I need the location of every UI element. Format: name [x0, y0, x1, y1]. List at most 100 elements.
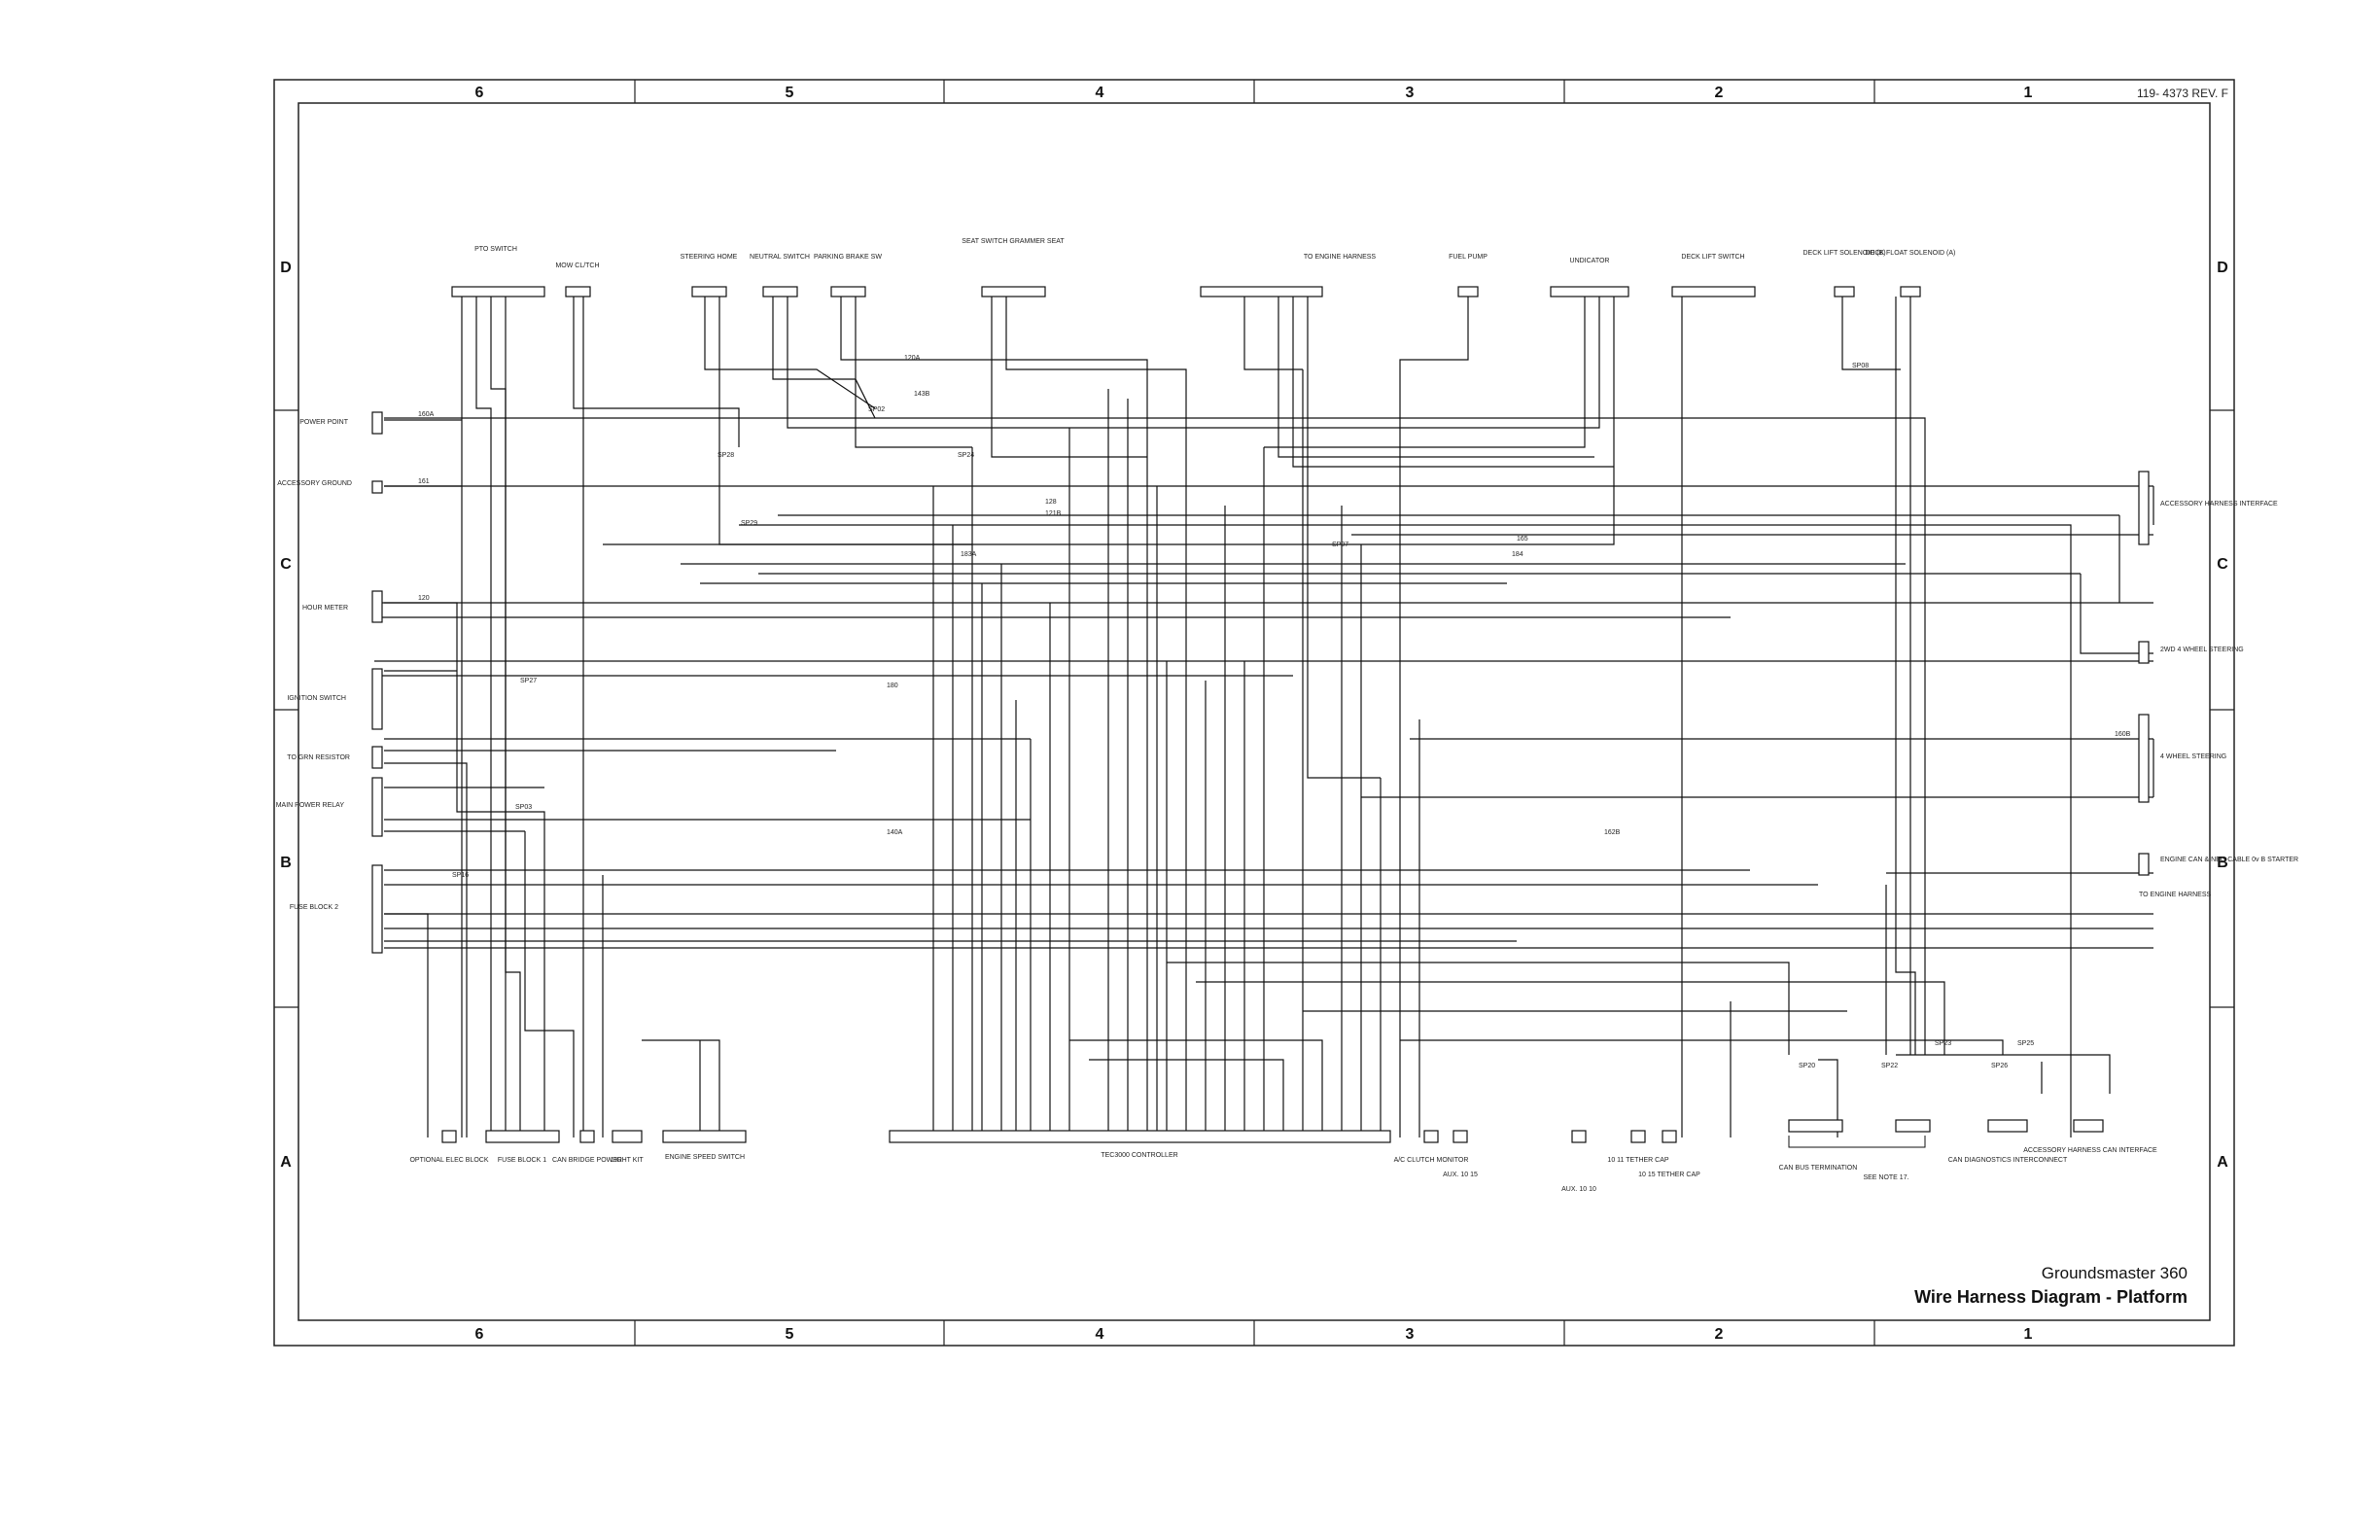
- optional-elec-block-label: OPTIONAL ELEC BLOCK: [409, 1157, 488, 1164]
- splice-label: SP03: [515, 804, 532, 811]
- wire-label: 161: [418, 478, 430, 485]
- wire-label: 128: [1045, 499, 1057, 506]
- splice-label: SP16: [452, 872, 469, 879]
- wire-label: 180: [887, 682, 898, 689]
- splice-label: SP29: [741, 520, 757, 527]
- fuse-block-1-label: FUSE BLOCK 1: [498, 1157, 546, 1164]
- to-engine-harness-label: TO ENGINE HARNESS: [1304, 254, 1376, 261]
- row-label: D: [280, 260, 292, 276]
- main-power-relay-label: MAIN POWER RELAY: [276, 802, 345, 809]
- engine-can-label: ENGINE CAN & NEG CABLE 0v B STARTER: [2160, 857, 2298, 863]
- bottom-component-labels: OPTIONAL ELEC BLOCK FUSE BLOCK 1 CAN BRI…: [409, 1147, 2157, 1193]
- row-labels: D C B A D C B A: [280, 260, 2228, 1171]
- can-termination-bracket: [1788, 1136, 1926, 1148]
- outer-border: [273, 79, 2235, 1347]
- tec-controller-label: TEC3000 CONTROLLER: [1101, 1152, 1177, 1159]
- col-label: 5: [786, 85, 794, 101]
- drawing-number: 119- 4373 REV. F: [2137, 87, 2228, 100]
- wire-label: 121B: [1045, 510, 1062, 517]
- diagram-title: Wire Harness Diagram - Platform: [1914, 1287, 2188, 1307]
- can-bridge-power-label: CAN BRIDGE POWER: [552, 1157, 622, 1164]
- splice-label: SP08: [1852, 363, 1869, 369]
- undicator-label: UNDICATOR: [1570, 258, 1610, 264]
- deck-lift-switch-label: DECK LIFT SWITCH: [1681, 254, 1744, 261]
- splice-label: SP25: [2017, 1040, 2034, 1047]
- accessory-interface-label: ACCESSORY HARNESS INTERFACE: [2160, 501, 2278, 508]
- tether-cap-15-label: 10 15 TETHER CAP: [1638, 1172, 1700, 1178]
- row-label: D: [2217, 260, 2228, 276]
- row-label: C: [2217, 556, 2228, 573]
- top-component-labels: PTO SWITCH MOW CL/TCH STEERING HOME NEUT…: [474, 238, 1955, 269]
- col-label: 1: [2024, 1326, 2033, 1343]
- splice-label: SP28: [718, 452, 734, 459]
- can-diagnostics-label: CAN DIAGNOSTICS INTERCONNECT: [1948, 1157, 2068, 1164]
- to-engine-harness-right-label: TO ENGINE HARNESS: [2139, 892, 2211, 898]
- column-labels-bottom: 6 5 4 3 2 1: [475, 1326, 2033, 1343]
- column-labels-top: 6 5 4 3 2 1: [475, 85, 2033, 101]
- wire-label: 120: [418, 595, 430, 602]
- row-label: B: [280, 855, 292, 871]
- wire-label: 165: [1517, 536, 1528, 542]
- splice-label: SP07: [1332, 542, 1348, 548]
- model-title: Groundsmaster 360: [2042, 1264, 2188, 1282]
- splice-label: SP20: [1799, 1063, 1815, 1069]
- splice-label: SP24: [958, 452, 974, 459]
- col-label: 3: [1406, 85, 1415, 101]
- fuse-block-2-label: FUSE BLOCK 2: [290, 904, 338, 911]
- wire-label: 183A: [961, 551, 977, 558]
- parking-brake-label: PARKING BRAKE SW: [814, 254, 882, 261]
- wire-label: 143B: [914, 391, 930, 398]
- ignition-switch-label: IGNITION SWITCH: [287, 695, 346, 702]
- 2wd-steering-label: 2WD 4 WHEEL STEERING: [2160, 647, 2244, 653]
- left-component-labels: POWER POINT ACCESSORY GROUND HOUR METER …: [276, 419, 352, 911]
- engine-speed-switch-label: ENGINE SPEED SWITCH: [665, 1154, 745, 1161]
- steering-home-label: STEERING HOME: [681, 254, 738, 261]
- col-label: 4: [1096, 1326, 1104, 1343]
- accessory-ground-label: ACCESSORY GROUND: [277, 480, 352, 487]
- 4-wheel-steering-label: 4 WHEEL STEERING: [2160, 753, 2226, 760]
- splice-label: SP22: [1881, 1063, 1898, 1069]
- splice-label: SP27: [520, 678, 537, 684]
- ac-clutch-label: A/C CLUTCH MONITOR: [1394, 1157, 1469, 1164]
- col-label: 4: [1096, 85, 1104, 101]
- wire-label: 140A: [887, 829, 903, 836]
- col-label: 5: [786, 1326, 794, 1343]
- row-label: A: [2217, 1154, 2228, 1171]
- col-label: 6: [475, 1326, 484, 1343]
- mow-clutch-label: MOW CL/TCH: [555, 262, 599, 269]
- power-point-label: POWER POINT: [299, 419, 349, 426]
- hour-meter-label: HOUR METER: [302, 605, 348, 612]
- row-label: C: [280, 556, 292, 573]
- connectors: [371, 286, 2150, 1143]
- aux-10-10-label: AUX. 10 10: [1561, 1186, 1596, 1193]
- grn-resistor-label: TO GRN RESISTOR: [287, 754, 350, 761]
- row-label: B: [2217, 855, 2228, 871]
- wire-label: 120A: [904, 355, 921, 362]
- wire-label: 184: [1512, 551, 1523, 558]
- deck-lift-solenoid-label: DECK LIFT SOLENOID (B): [1802, 250, 1885, 257]
- col-label: 1: [2024, 85, 2033, 101]
- col-label: 6: [475, 85, 484, 101]
- wiring: [374, 297, 2154, 1138]
- splice-label: SP26: [1991, 1063, 2008, 1069]
- wire-label: 160A: [418, 411, 435, 418]
- column-dividers: [274, 80, 2234, 1346]
- seat-switch-label: SEAT SWITCH GRAMMER SEAT: [962, 238, 1065, 245]
- fuel-pump-label: FUEL PUMP: [1449, 254, 1488, 261]
- can-bus-termination-label: CAN BUS TERMINATION: [1779, 1165, 1858, 1172]
- splice-label: SP23: [1935, 1040, 1951, 1047]
- tether-cap-11-label: 10 11 TETHER CAP: [1607, 1157, 1668, 1164]
- accessory-can-interface-label: ACCESSORY HARNESS CAN INTERFACE: [2023, 1147, 2157, 1154]
- row-label: A: [280, 1154, 292, 1171]
- wire-label: 162B: [1604, 829, 1621, 836]
- see-note-label: SEE NOTE 17.: [1863, 1174, 1908, 1181]
- light-kit-label: LIGHT KIT: [611, 1157, 644, 1164]
- col-label: 3: [1406, 1326, 1415, 1343]
- aux-10-15-label: AUX. 10 15: [1443, 1172, 1478, 1178]
- splice-label: SP02: [868, 406, 885, 413]
- deck-float-solenoid-label: DECK FLOAT SOLENOID (A): [1866, 250, 1956, 257]
- right-component-labels: ACCESSORY HARNESS INTERFACE 2WD 4 WHEEL …: [2139, 501, 2298, 898]
- col-label: 2: [1715, 85, 1724, 101]
- neutral-switch-label: NEUTRAL SWITCH: [750, 254, 810, 261]
